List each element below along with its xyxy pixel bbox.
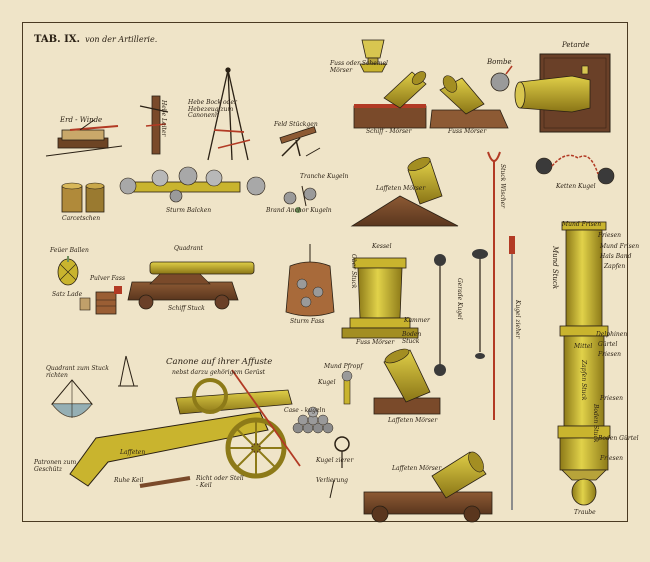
- label-bombe: Bombe: [487, 58, 512, 66]
- sturm-balcken-illustration: [119, 166, 266, 203]
- laffeten-moerser-bottom-illustration: [363, 451, 493, 523]
- label-kugel: Kugel: [318, 379, 336, 386]
- label-stuck-wischer: Stuck Wischer: [499, 164, 506, 208]
- cannon-barrel-illustration: [557, 221, 611, 506]
- label-cannon-part: Mund Frisen: [600, 243, 640, 250]
- label-sturm-fass: Sturm Fass: [290, 318, 325, 325]
- label-cannon-part: Friesen: [598, 351, 621, 358]
- label-mittel: Mittel: [574, 343, 593, 350]
- quadrant-tool-illustration: [118, 355, 138, 387]
- label-laffeten-moerser-bottom: Laffeten Mörser: [392, 465, 442, 472]
- label-mund-frisen: Mund Frisen: [562, 221, 602, 228]
- bombe-illustration: [490, 65, 513, 92]
- quadrant-illustration: [50, 379, 94, 418]
- label-cannon-part: Friesen: [600, 455, 623, 462]
- label-fuss-moerser: Fuss Mörser: [448, 128, 487, 135]
- label-petarde: Petarde: [562, 41, 590, 49]
- schiff-moerser-illustration: [353, 71, 427, 129]
- plate-title-text: von der Artillerie.: [85, 35, 158, 44]
- label-quadrant-low: Quadrant zum Stuck richten: [46, 365, 109, 379]
- brand-anchor-kugeln-illustration: [283, 185, 317, 213]
- main-cannon-illustration: [69, 369, 301, 488]
- case-kugeln-illustration: [292, 406, 334, 434]
- label-patronen: Patronen zum Geschütz: [34, 459, 77, 473]
- label-cannon-part: Gürtel: [598, 341, 618, 348]
- label-verlierung: Verlierung: [316, 477, 349, 484]
- label-feuer-ballen: Feüer Ballen: [50, 247, 89, 254]
- petarde-illustration: [514, 53, 611, 133]
- label-ober-stuck: Ober Stuck: [350, 254, 357, 289]
- pulver-fass-illustration: [79, 286, 122, 315]
- label-cannon-part: Friesen: [598, 232, 621, 239]
- label-laffeten-moerser-low: Laffeten Mörser: [388, 417, 438, 424]
- label-cannon-part: Boden Gürtel: [598, 435, 639, 442]
- label-cannon-part: Zapfen: [604, 263, 626, 270]
- label-ruhe-keil: Ruhe Keil: [114, 477, 144, 484]
- label-gerade-kugel: Gerade Kugel: [456, 278, 463, 320]
- label-kessel: Kessel: [372, 243, 392, 250]
- label-boden-stuck-v: Boden Stuck: [592, 404, 599, 443]
- label-feld-stueckgen: Feld Stückgen: [274, 121, 318, 128]
- label-cannon-part: Delphinen: [596, 331, 628, 338]
- hebe-leiter-illustration: [139, 95, 169, 155]
- laffeten-moerser-low-illustration: [373, 348, 441, 415]
- label-cannon-part: Hals Band: [600, 253, 632, 260]
- label-pulver-fass: Pulver Fass: [90, 275, 126, 282]
- hebe-bock-illustration: [207, 67, 251, 161]
- label-fuss-moerser-low: Fuss Mörser: [356, 339, 395, 346]
- label-hebe-bock: Hebe Bock oder Hebezeug zum Canonenn: [188, 99, 237, 120]
- label-sturm-balcken: Sturm Balcken: [166, 207, 212, 214]
- schiff-stuck-illustration: [127, 261, 255, 310]
- label-richt-keil: Richt oder Stell - Keil: [196, 475, 244, 489]
- sturm-fass-illustration: [285, 244, 335, 317]
- carcetschen-illustration: [61, 182, 105, 213]
- label-cannon-part: Friesen: [600, 395, 623, 402]
- label-carcetschen: Carcetschen: [62, 215, 101, 222]
- plate-frame: [22, 22, 628, 522]
- label-case-kugeln: Case - kugeln: [284, 407, 326, 414]
- label-nebst: nebst darzu gehörigem Gerüst: [172, 369, 266, 376]
- label-mund-stuck: Mund Stuck: [551, 246, 559, 290]
- label-laffeten: Laffeten: [120, 449, 146, 456]
- mund-pfropf-illustration: [341, 370, 353, 405]
- label-hebe-leiter: Hebe Leiter: [160, 100, 167, 137]
- fuss-moerser-illustration: [429, 75, 509, 129]
- label-zapfen-stuck: Zapfen Stuck: [580, 360, 587, 401]
- label-kugel-zieher: Kugel zieher: [514, 300, 521, 339]
- feuer-ballen-illustration: [57, 256, 79, 286]
- label-quadrant-top: Quadrant: [174, 245, 203, 252]
- laffeten-moerser-mid-illustration: [350, 157, 459, 227]
- label-fuss-moerser-top: Fuss oder Schemel Mörser: [330, 60, 388, 75]
- label-satz-lade: Satz Lade: [52, 291, 83, 298]
- label-schiff-moerser: Schiff - Mörser: [366, 128, 412, 135]
- label-mund-pfropf: Mund Pfropf: [324, 363, 363, 370]
- fuss-moerser-mid-illustration: [341, 257, 419, 339]
- feld-stueckgen-illustration: [279, 126, 321, 157]
- rammers-illustration: [434, 151, 515, 510]
- schemel-moerser-illustration: [359, 39, 387, 73]
- label-brand-anchor: Brand Anchor Kugeln: [266, 207, 332, 214]
- kugel-zierer-illustration: [329, 436, 350, 499]
- label-tranche-kugeln: Tranche Kugeln: [300, 173, 349, 180]
- label-canone: Canone auf ihrer Affuste: [166, 357, 273, 367]
- label-kugel-zierer: Kugel zierer: [316, 457, 354, 464]
- ketten-kugel-illustration: [535, 154, 615, 185]
- label-erd-winde: Erd - Winde: [60, 116, 103, 124]
- label-traube: Traube: [574, 509, 596, 516]
- label-ketten-kugel: Ketten Kugel: [556, 183, 596, 190]
- erd-winde-illustration: [45, 119, 123, 157]
- label-laffeten-moerser-mid: Laffeten Mörser: [376, 185, 426, 192]
- label-boden-stuck: Boden Stuck: [402, 331, 422, 345]
- plate-title-number: TAB. IX.: [34, 34, 80, 45]
- label-kammer: Kammer: [404, 317, 430, 324]
- label-schiff-stuck: Schiff Stuck: [168, 305, 205, 312]
- plate-title: TAB. IX. von der Artillerie.: [34, 29, 157, 45]
